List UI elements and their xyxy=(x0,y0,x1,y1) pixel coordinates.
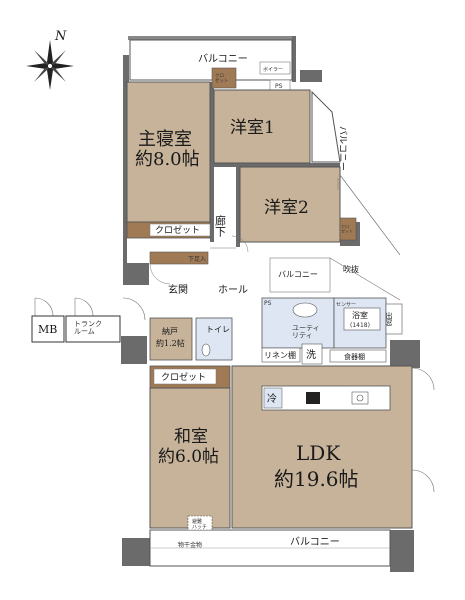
hall-label: ホール xyxy=(218,284,248,296)
japanese-room xyxy=(149,387,231,529)
hatch-label: 避難ハッチ xyxy=(192,518,207,531)
closet-master-label: クロゼット xyxy=(155,224,200,236)
utility-label: ユーティリティ xyxy=(292,324,320,340)
balcony-center-label: バルコニー xyxy=(278,270,318,279)
western-room-2-name: 洋室2 xyxy=(264,198,309,218)
boiler-label: ボイラー xyxy=(263,66,283,73)
storage-size: 約1.2帖 xyxy=(156,338,185,348)
void-label: 吹抜 xyxy=(343,264,359,274)
trunk-room-label: トランクルーム xyxy=(74,320,102,336)
fridge-label: 冷 xyxy=(267,392,277,405)
corridor-label: 廊下 xyxy=(214,214,227,238)
bath-size-label: (1418) xyxy=(350,322,370,329)
western-room-2 xyxy=(239,166,341,243)
toilet-label: トイレ xyxy=(206,325,230,334)
shoe-box-label: 下足入 xyxy=(188,256,206,263)
western-room-1-name: 洋室1 xyxy=(230,118,275,138)
balcony-bottom-label: バルコニー xyxy=(290,536,340,548)
ps2-label: PS xyxy=(264,300,272,307)
storage-label: 納戸 xyxy=(162,326,178,336)
sensor-label: センサー xyxy=(336,302,356,308)
closet-japanese-label: クロゼット xyxy=(161,371,206,383)
balcony-side-label: バルコニー xyxy=(337,126,348,171)
dryer-label: 物干金物 xyxy=(178,541,202,549)
compass-north-label: N xyxy=(54,29,67,44)
japanese-room-size: 約6.0帖 xyxy=(158,447,219,467)
ldk-size: 約19.6帖 xyxy=(274,467,359,491)
compass-icon: N xyxy=(26,29,74,90)
storage xyxy=(149,317,193,361)
bay-window-bath xyxy=(385,303,403,335)
western-room-1 xyxy=(213,89,311,164)
trunk-room xyxy=(65,315,121,343)
mb-label: MB xyxy=(38,323,57,336)
ps-label: PS xyxy=(275,83,283,90)
toilet xyxy=(195,317,233,361)
wash-label: 洗 xyxy=(306,349,316,361)
entrance-label: 玄関 xyxy=(168,283,188,296)
closet-small-top xyxy=(211,67,237,89)
ldk-name: LDK xyxy=(296,441,341,465)
building-structure xyxy=(121,36,420,572)
food-shelf-label: 食器棚 xyxy=(344,352,365,361)
japanese-room-name: 和室 xyxy=(174,427,208,447)
balcony-top-label: バルコニー xyxy=(198,53,248,65)
closet-small-right xyxy=(339,217,357,241)
master-bedroom-name: 主寝室 xyxy=(138,129,192,150)
bath-label: 浴室 xyxy=(352,310,368,320)
closet-small-2-label: クロゼット xyxy=(341,223,353,233)
mb-box xyxy=(31,315,65,343)
shoe-box xyxy=(149,251,209,265)
closet-small-1-label: クロゼット xyxy=(215,73,229,84)
linen-label: リネン棚 xyxy=(264,350,296,360)
master-bedroom-size: 約8.0帖 xyxy=(135,149,200,170)
bay-window-label: 出窓 xyxy=(385,311,393,326)
kitchen-counter xyxy=(261,385,391,411)
